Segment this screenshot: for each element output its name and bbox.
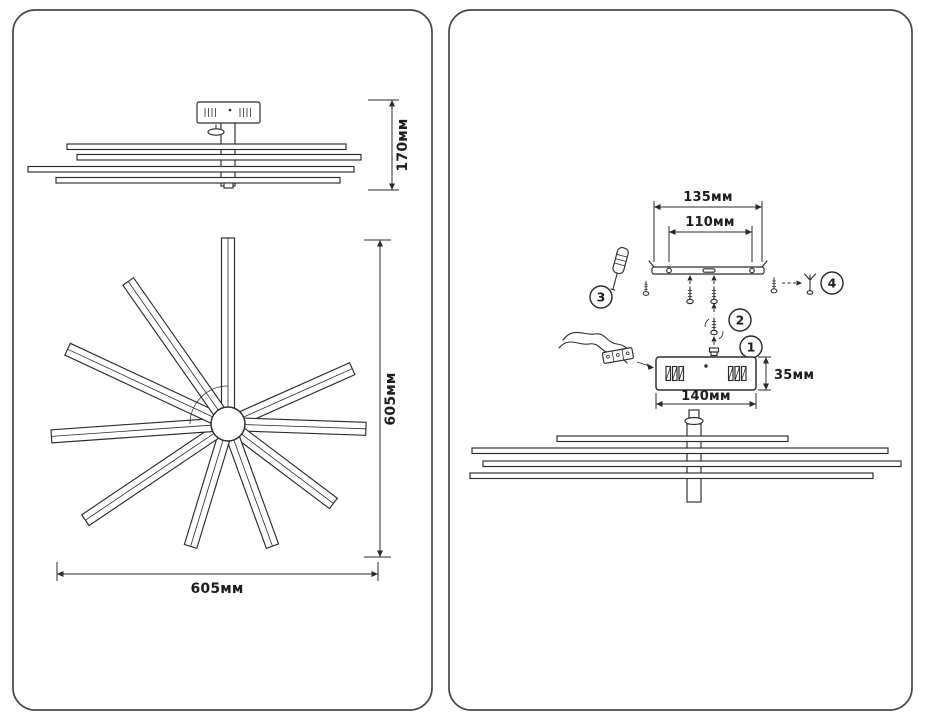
cable-leader-line [636,361,649,366]
dimension-span-horizontal-605: 605мм [56,562,379,597]
dimension-span-vertical-605: 605мм [364,239,399,558]
screwdriver-icon [610,247,629,291]
light-bar [76,153,362,161]
fixture-side-view-left [27,101,362,189]
terminal-block-icon [601,347,634,364]
dim-170-label: 170мм [395,118,411,171]
fixture-arm [229,422,339,510]
light-bar [55,176,341,184]
canopy-vent-slots [665,364,747,382]
dim-140-label: 140мм [681,389,730,404]
dim-605-vertical-label: 605мм [383,372,399,425]
step-3-number: 3 [597,289,606,304]
light-bar [556,435,789,443]
light-bar [471,447,889,455]
step-2-number: 2 [736,312,745,327]
ceiling-mount-box [196,101,261,124]
screw-icon [770,277,778,294]
right-panel: 135мм 110мм [448,9,913,711]
light-bar [482,460,902,468]
canopy-ring [207,128,225,136]
screw-icon [704,317,724,340]
dim-135-label: 135мм [683,190,732,205]
dimension-bracket-135: 135мм [653,190,763,262]
step-4-number: 4 [828,275,837,290]
screw-icon [710,286,718,305]
dim-35-label: 35мм [774,368,814,383]
screw-icon [642,280,650,296]
step-4-group: 4 [770,271,844,295]
step-badge-3: 3 [589,285,613,309]
step-badge-2: 2 [728,308,752,332]
canopy-box [655,356,757,391]
fixture-arm [50,417,222,444]
screw-icon [686,286,694,305]
dimension-canopy-140: 140мм [655,389,757,409]
light-bar [27,165,355,173]
mount-box-vents [204,108,251,117]
step-1-number: 1 [747,339,756,354]
dimension-canopy-35: 35мм [758,356,814,391]
step-badge-4: 4 [820,271,844,295]
dimension-height-170: 170мм [368,99,411,191]
canopy-ring [684,416,704,426]
light-bar [469,472,874,480]
center-hub [210,406,246,442]
mounting-bracket [648,260,768,275]
dim-605-horizontal-label: 605мм [190,581,243,597]
wall-plug-icon [803,273,817,295]
dim-110-label: 110мм [685,215,734,230]
step-badge-1: 1 [739,335,763,359]
light-bar [66,143,347,151]
fixture-arm [220,237,236,417]
left-panel: 170мм 6 [12,9,433,711]
fixture-top-view [50,237,367,550]
lock-nut-icon [708,347,720,357]
dimension-bracket-110: 110мм [668,215,753,262]
step-1-group: 1 [708,335,763,359]
step-2-group: 2 [704,303,752,340]
angle-arc [189,385,229,425]
fixture-side-view-right [469,409,902,503]
cable-arrow [646,363,654,370]
mounting-screws [686,275,718,305]
